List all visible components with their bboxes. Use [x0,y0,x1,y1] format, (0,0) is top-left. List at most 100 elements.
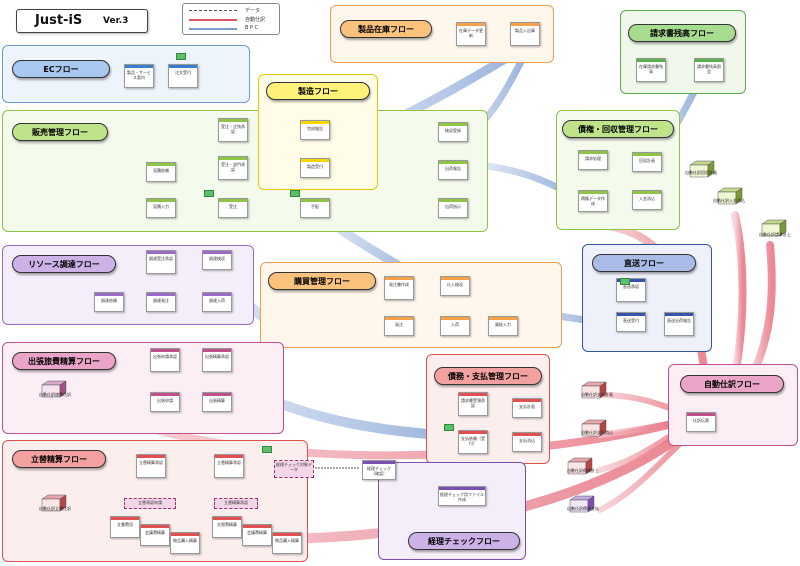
node-tatekae-approve2[interactable]: 立替精算承認 [214,454,244,478]
title-seizo-flow: 製造フロー [266,82,370,100]
node-saiken-recv-plan[interactable]: 回収計画 [632,152,662,172]
node-ec-order[interactable]: 注文受付 [168,64,198,88]
node-tatekae-flow[interactable]: 立替承認申請 [124,498,176,509]
journal-cube-icon [581,419,607,437]
legend-label-bpc: B P C [245,25,259,31]
journal-cube-icon [569,495,595,513]
journal-cube-icon [41,380,67,398]
title-jidou-flow: 自動仕訳フロー [680,375,784,393]
title-shutcho-flow: 出張旅費精算フロー [12,352,116,370]
app-title: Just-iS [35,13,83,28]
legend-item-journal: 自動仕訳 [189,16,279,24]
node-tatekae-flow2[interactable]: 立替精算承認 [214,498,258,509]
node-konyu-order[interactable]: 発注 [384,316,414,336]
node-sales-quote-req[interactable]: 見積依頼 [146,162,176,182]
node-tatekae-doc3[interactable]: 物品購入精算 [170,532,200,554]
cube-label: 自動仕訳立替仕訳 [39,506,71,511]
journal-cube-icon [717,187,743,205]
node-sales-order[interactable]: 受注 [218,198,248,218]
node-sales-approve1[interactable]: 受注・注残承認 [218,118,248,142]
title-zaiko-flow: 製品在庫フロー [340,20,432,38]
node-tatekae-doc2[interactable]: 会議費精算 [140,524,170,546]
node-keiri-file[interactable]: 経理チェック用ファイル作成 [438,486,486,506]
node-saiken-data[interactable]: 債権データ作成 [578,190,608,212]
node-saiken-billing[interactable]: 請求処理 [578,150,608,170]
cube-label: 自動仕訳請求計上 [759,232,791,237]
legend-item-bpc: B P C [189,25,279,33]
node-saiken-recv[interactable]: 入金消込 [632,190,662,210]
title-ec-flow: ECフロー [12,60,110,78]
legend: データ 自動仕訳 B P C [182,3,280,35]
cube-label: 自動仕訳支払消込 [581,430,613,435]
legend-item-data: データ [189,7,279,15]
cube-label: 自動仕訳入金消込 [713,198,745,203]
journal-cube-icon [689,160,715,178]
node-choku-report[interactable]: 直送出荷報告 [664,312,694,336]
node-tatekae-doc4[interactable]: 交際費精算 [212,516,242,538]
node-shutcho-cost[interactable]: 出張精算 [202,392,232,412]
app-version: Ver.3 [103,16,129,26]
node-saimu-pay-plan[interactable]: 支払計画 [512,398,542,418]
node-shutcho-cost-approve[interactable]: 出張精算承認 [202,348,232,372]
title-saiken-flow: 債権・回収管理フロー [562,120,674,138]
node-zaiko-update[interactable]: 在庫データ更新 [456,22,486,46]
mail-icon [290,190,300,197]
journal-cube-icon [761,219,787,237]
node-sales-approve2[interactable]: 受注・部門承認 [218,156,248,180]
mail-icon [620,278,630,285]
title-resource-flow: リソース調達フロー [12,255,116,273]
node-tatekae-approve1[interactable]: 立替精算承認 [136,454,166,478]
cube-label: 自動仕訳回収計画 [685,170,717,175]
node-sales-quote-in[interactable]: 見積入力 [146,198,176,218]
node-tatekae-doc5[interactable]: 会議費精算 [242,524,272,546]
cube-label: 自動仕訳債務計上 [567,468,599,473]
mail-icon [262,446,272,453]
node-konyu-pay-in[interactable]: 買掛入力 [488,316,518,336]
node-saimu-check[interactable]: 支払依頼（受付） [458,430,488,454]
node-res-req[interactable]: 調達依頼 [94,292,124,312]
node-res-acq-approve[interactable]: 調達受注承認 [146,250,176,274]
title-keiri-flow: 経理チェックフロー [408,532,520,550]
node-seikyu-shokai[interactable]: 請求書残高照会 [694,58,724,82]
node-saimu-request[interactable]: 請求書受領承認 [458,392,488,416]
node-sales-ship-inst[interactable]: 出荷指示 [438,198,468,218]
node-keiri-data[interactable]: 経理チェック対象データ [274,460,314,478]
node-keiri-check[interactable]: 経理チェック（確認） [362,460,396,480]
node-konyu-approve[interactable]: 発注書作成 [384,276,414,300]
node-res-acq-order[interactable]: 調達発注 [146,292,176,312]
node-choku-in[interactable]: 直送受付 [616,312,646,332]
title-sales-flow: 販売管理フロー [12,123,108,141]
legend-label-data: データ [245,8,261,14]
title-seikyu-flow: 請求書残高フロー [628,24,736,42]
node-seizo-order[interactable]: 製造受付 [300,158,330,178]
legend-line-journal [189,19,237,21]
node-seikyu-zandaka[interactable]: 在庫請求書残高 [636,58,666,82]
header-title-box: Just-iS Ver.3 [16,9,148,33]
node-res-acq-check[interactable]: 調達検収 [202,250,232,270]
node-res-acq-in[interactable]: 調達入荷 [202,292,232,312]
node-konyu-inspect[interactable]: 仕入検収 [440,276,470,296]
node-tatekae-doc1[interactable]: 文書費用 [110,516,140,538]
title-chokuso-flow: 直送フロー [592,254,696,272]
node-zaiko-in[interactable]: 製品入出庫 [510,22,540,46]
mail-icon [204,190,214,197]
node-tatekae-doc6[interactable]: 物品購入精算 [272,532,302,554]
node-shutcho-apply[interactable]: 出張申請 [150,392,180,412]
node-sales-arrange[interactable]: 手配 [300,198,330,218]
journal-cube-icon [581,381,607,399]
title-tatekae-flow: 立替精算フロー [12,450,106,468]
legend-label-journal: 自動仕訳 [245,17,266,23]
node-seizo-done[interactable]: 完成報告 [300,120,330,140]
node-shutcho-approve[interactable]: 出張申請承認 [150,348,180,372]
mail-icon [176,53,186,60]
node-sales-check[interactable]: 検収登録 [438,122,468,142]
node-jidou-voucher[interactable]: 仕訳伝票 [686,412,716,432]
node-sales-ship-rep[interactable]: 出荷報告 [438,160,468,180]
node-saimu-pay[interactable]: 支払消込 [512,432,542,452]
cube-label: 自動仕訳支払計画 [581,392,613,397]
node-ec-product[interactable]: 製品・サービス案内 [124,64,154,88]
legend-line-data [189,10,237,11]
mail-icon [444,424,454,431]
node-konyu-in[interactable]: 入荷 [440,316,470,336]
